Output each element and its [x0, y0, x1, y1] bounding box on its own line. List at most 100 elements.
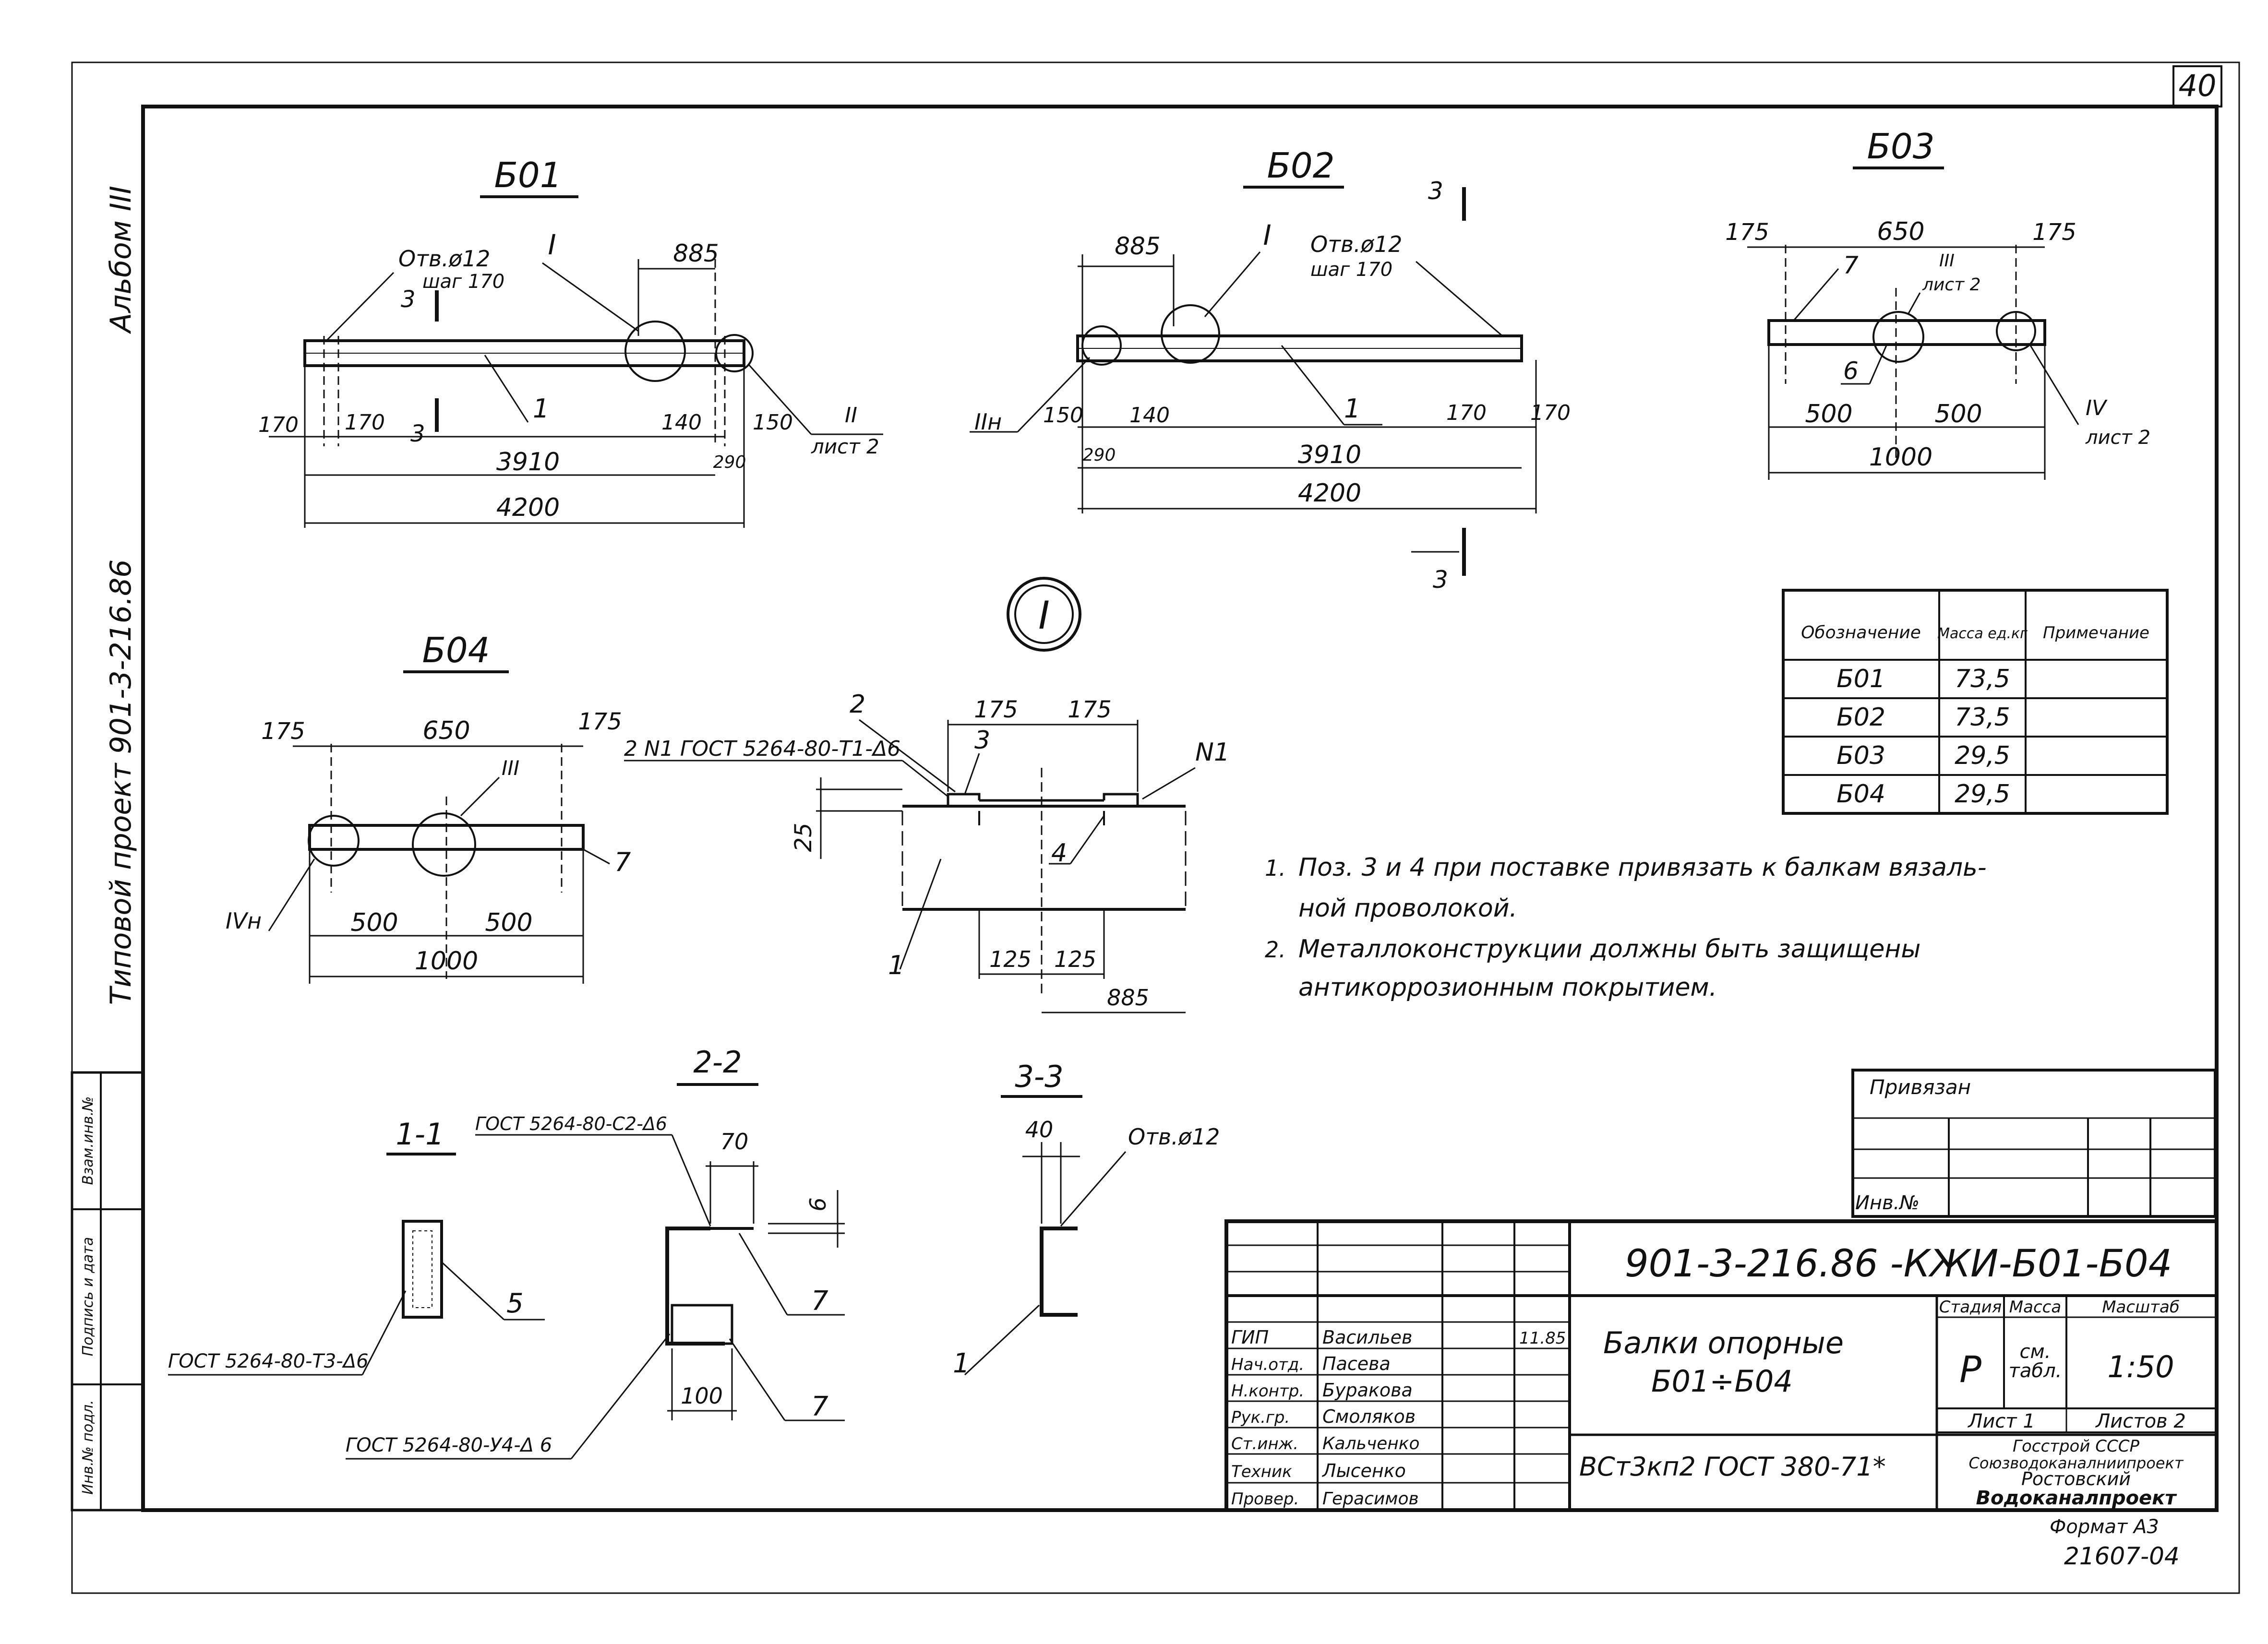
b02-dim-140: 140	[1129, 403, 1170, 428]
b02-dim-170b: 170	[1530, 401, 1571, 425]
sec11-part5: 5	[506, 1288, 524, 1319]
tb-name-1: Васильев	[1322, 1327, 1412, 1348]
side-project: Типовой проект 901-3-216.86	[104, 560, 138, 1005]
tb-role-1: ГИП	[1231, 1327, 1269, 1348]
b03-dim-175b: 175	[2032, 219, 2076, 246]
b02-hole: Отв.ø12	[1310, 231, 1402, 257]
node1-dim-125a: 125	[989, 946, 1032, 972]
b01-node-I: I	[548, 228, 556, 261]
mass-h2: Масса ед.кг	[1937, 625, 2028, 642]
tb-role-2: Нач.отд.	[1231, 1355, 1304, 1374]
b03-node-IV: IV	[2086, 396, 2108, 420]
page-number-box	[2172, 65, 2222, 107]
node1-dim-125b: 125	[1054, 946, 1096, 972]
b02-dim-290: 290	[1083, 445, 1116, 465]
b04-title: Б04	[422, 630, 490, 670]
node1-dim-175a: 175	[974, 696, 1018, 723]
b03-p7: 7	[1843, 251, 1859, 279]
node1-p2: 2	[850, 690, 865, 719]
b04-node-III-circle	[412, 812, 476, 877]
mass-h1: Обозначение	[1801, 623, 1921, 643]
b02-sec3-top: 3	[1428, 177, 1443, 205]
tb-mass1: см.	[2020, 1341, 2051, 1363]
note1-line1: Поз. 3 и 4 при поставке привязать к балк…	[1298, 853, 1987, 882]
left-table-inv: Инв.№ подл.	[80, 1400, 96, 1494]
b01-dim-140: 140	[661, 410, 702, 435]
mass-r3-c1: Б03	[1836, 741, 1885, 770]
sec33-part1: 1	[953, 1348, 970, 1379]
note1-line2: ной проволокой.	[1298, 894, 1517, 923]
b03-node-III: III	[1939, 251, 1955, 271]
page-number: 40	[2179, 68, 2217, 103]
mass-r1-c1: Б01	[1836, 665, 1885, 693]
tb-role-3: Н.контр.	[1231, 1382, 1304, 1401]
tb-org2: Союзводоканалниипроект	[1969, 1454, 2184, 1472]
node1-p4: 4	[1051, 839, 1067, 868]
tb-org4: Водоканалпроект	[1976, 1487, 2177, 1509]
tb-role-4: Рук.гр.	[1231, 1408, 1290, 1427]
b04-dim-650: 650	[422, 716, 470, 745]
b01-sec3-bottom: 3	[410, 420, 425, 447]
b01-node-I-circle	[624, 321, 686, 382]
b02-dim-3910: 3910	[1298, 441, 1361, 469]
b01-title: Б01	[494, 155, 562, 195]
mass-r1-c2: 73,5	[1955, 665, 2010, 693]
b03-p6: 6	[1843, 357, 1859, 385]
node1-dim-25: 25	[790, 822, 817, 852]
sec11-title: 1-1	[396, 1117, 444, 1152]
node1-dim-175b: 175	[1068, 696, 1112, 723]
b02-node-I-circle	[1161, 304, 1220, 364]
tb-stage: Р	[1959, 1348, 1981, 1391]
tb-code: 901-3-216.86 -КЖИ-Б01-Б04	[1625, 1242, 2172, 1286]
sec22-dim-6: 6	[805, 1197, 831, 1211]
mass-r4-c1: Б04	[1836, 780, 1885, 809]
sec22-weld-top: ГОСТ 5264-80-С2-Δ6	[475, 1113, 667, 1134]
b01-dim-885: 885	[673, 239, 719, 267]
tb-scale: 1:50	[2107, 1349, 2174, 1384]
archive-number: 21607-04	[2064, 1542, 2180, 1570]
view-b02: Б02 885 I Отв.ø12 шаг 170 3 3 1 IIн 150 …	[970, 145, 1571, 594]
outer-frame	[71, 61, 2240, 1594]
b04-node-IV-circle	[308, 815, 360, 867]
b01-hole: Отв.ø12	[398, 246, 490, 272]
b03-dim-500b: 500	[1934, 400, 1982, 429]
section-3-3: 3-3 40 Отв.ø12 1	[953, 1059, 1220, 1379]
mass-r3-c2: 29,5	[1955, 741, 2010, 770]
b03-title: Б03	[1867, 126, 1934, 167]
tb-name-6: Лысенко	[1321, 1460, 1406, 1481]
b04-node-IVn: IVн	[226, 908, 262, 934]
tb-role-6: Техник	[1231, 1462, 1292, 1481]
sec22-weld-bottom: ГОСТ 5264-80-У4-Δ 6	[346, 1434, 552, 1456]
node1-p3: 3	[974, 726, 990, 755]
tb-scale-h: Масштаб	[2102, 1298, 2180, 1317]
b02-dim-4200: 4200	[1298, 479, 1361, 508]
b04-dim-500a: 500	[350, 908, 398, 937]
mass-r2-c1: Б02	[1836, 703, 1885, 732]
tb-name-7: Герасимов	[1322, 1489, 1419, 1509]
sec33-dim-40: 40	[1025, 1117, 1054, 1143]
tb-name-4: Смоляков	[1322, 1406, 1416, 1427]
tb-role-7: Провер.	[1231, 1489, 1299, 1509]
note2-num: 2.	[1265, 937, 1286, 963]
b02-node-I: I	[1263, 219, 1271, 251]
section-2-2: 2-2 70 ГОСТ 5264-80-С2-Δ6 6 7 7 100 ГОСТ…	[346, 1045, 845, 1460]
b03-dim-175a: 175	[1725, 219, 1769, 246]
note2-line1: Металлоконструкции должны быть защищены	[1298, 935, 1920, 964]
sec11-weld: ГОСТ 5264-80-Т3-Δ6	[168, 1350, 369, 1372]
b01-dim-150: 150	[753, 410, 793, 435]
sec33-title: 3-3	[1015, 1059, 1063, 1094]
node-I-marker-outer	[1007, 577, 1081, 652]
b03-node-III-circle	[1872, 311, 1924, 363]
tb-stage-h: Стадия	[1939, 1298, 2002, 1317]
b01-node-II: II	[845, 403, 857, 428]
b01-dim-170b: 170	[345, 410, 385, 435]
b02-title: Б02	[1267, 145, 1334, 186]
b03-dim-1000: 1000	[1869, 443, 1932, 472]
tb-name-5: Кальченко	[1322, 1434, 1420, 1453]
mass-table: Обозначение Масса ед.кг Примечание Б01 7…	[1782, 589, 2169, 815]
b03-beam	[1767, 319, 2046, 346]
left-table-replace: Взам.инв.№	[80, 1096, 96, 1185]
b01-dim-290: 290	[713, 453, 746, 472]
tb-sheets: Листов 2	[2095, 1410, 2186, 1432]
